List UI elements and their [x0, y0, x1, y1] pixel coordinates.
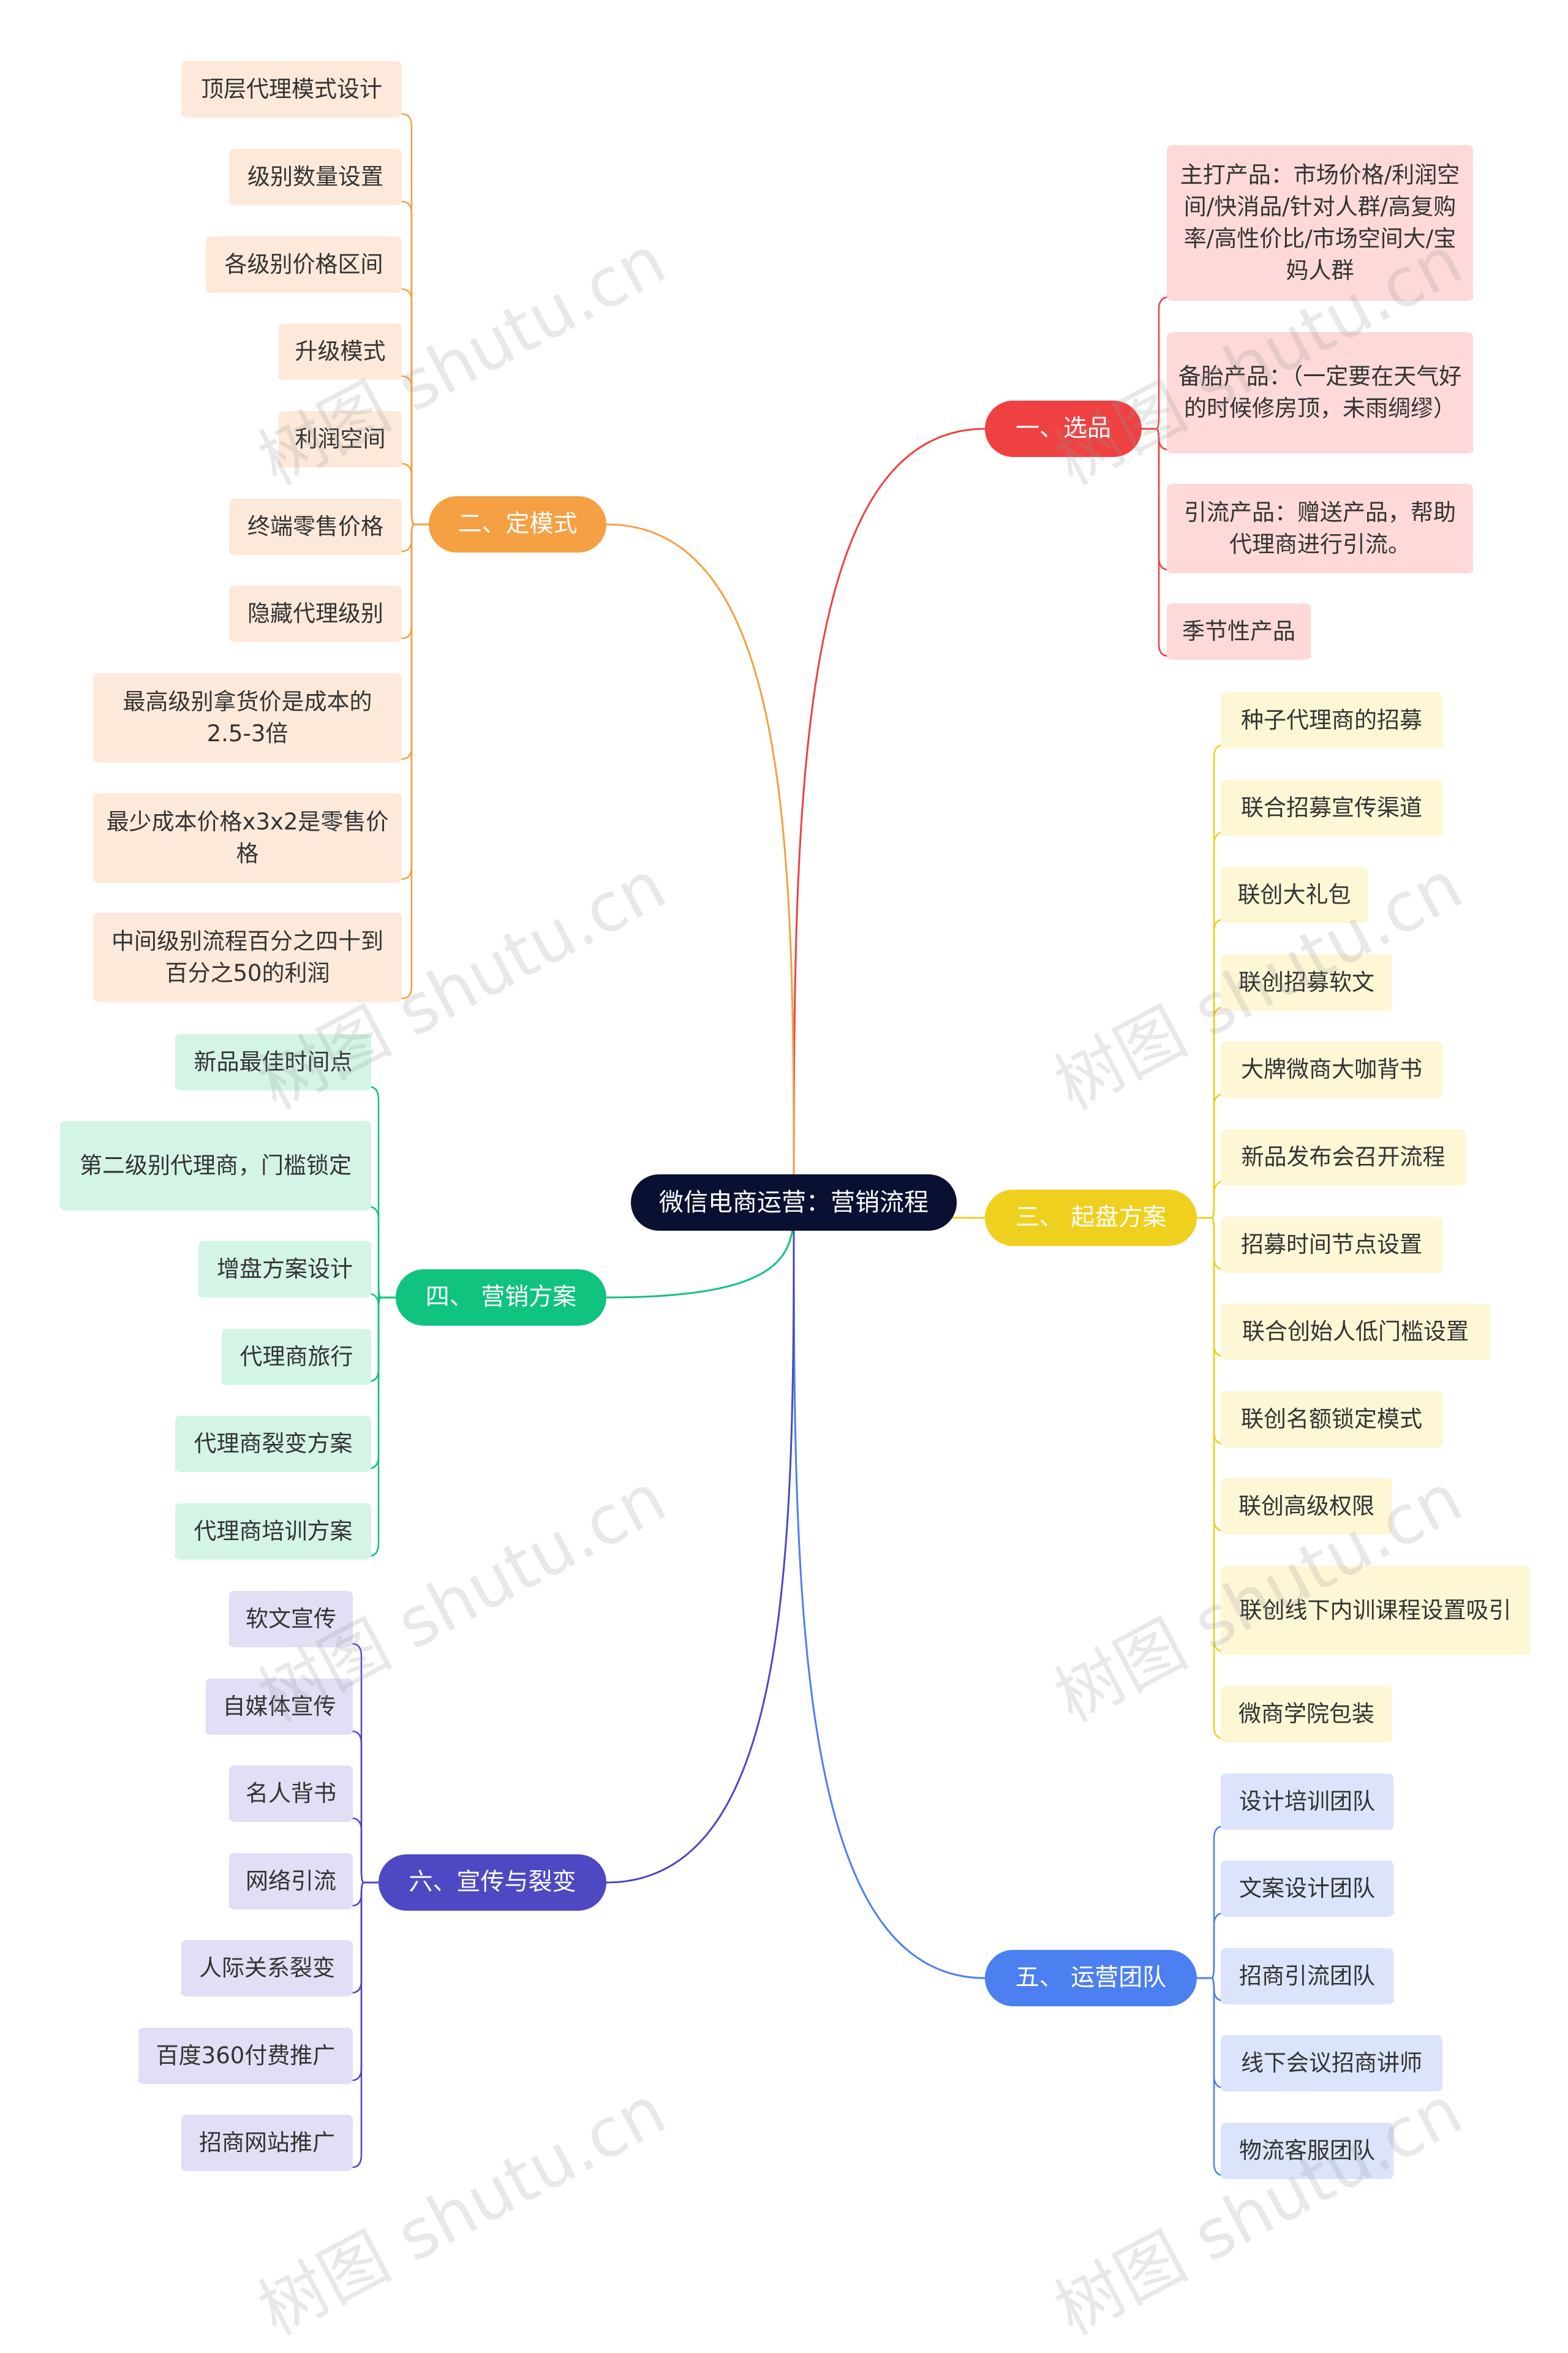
leaf-link-b5-4	[1197, 1977, 1393, 2177]
branch-launch-plan[interactable]: 三、 起盘方案	[985, 1190, 1197, 1246]
leaf-agent-travel[interactable]: 代理商旅行	[222, 1329, 371, 1385]
leaf-link-b3-3	[1197, 1006, 1392, 1219]
leaf-media-promo[interactable]: 自媒体宣传	[206, 1679, 353, 1735]
leaf-mid-level-profit[interactable]: 中间级别流程百分之四十到百分之50的利润	[93, 913, 402, 1002]
branch-mode[interactable]: 二、定模式	[429, 496, 606, 553]
leaf-link-b5-1	[1197, 1912, 1393, 1979]
leaf-paid-promo[interactable]: 百度360付费推广	[138, 2028, 353, 2084]
leaf-launch-event[interactable]: 新品发布会召开流程	[1221, 1129, 1466, 1185]
leaf-article-promo[interactable]: 软文宣传	[229, 1591, 353, 1647]
leaf-link-b2-9	[93, 523, 429, 1000]
root-link-b6	[606, 1202, 795, 1884]
leaf-senior-rights[interactable]: 联创高级权限	[1221, 1478, 1392, 1535]
leaf-backup-product[interactable]: 备胎产品：（一定要在天气好的时候修房顶，未雨绸缪）	[1167, 332, 1473, 453]
root-node[interactable]: 微信电商运营：营销流程	[631, 1174, 957, 1231]
leaf-lecturer[interactable]: 线下会议招商讲师	[1221, 2035, 1442, 2091]
leaf-low-threshold[interactable]: 联合创始人低门槛设置	[1221, 1304, 1490, 1360]
leaf-top-agent-design[interactable]: 顶层代理模式设计	[181, 61, 402, 118]
leaf-upgrade-mode[interactable]: 升级模式	[279, 323, 402, 380]
leaf-joint-channel[interactable]: 联合招募宣传渠道	[1221, 780, 1442, 836]
leaf-social-fission[interactable]: 人际关系裂变	[181, 1940, 353, 1996]
leaf-celebrity[interactable]: 名人背书	[229, 1766, 353, 1822]
leaf-link-b6-6	[181, 1881, 379, 2169]
leaf-endorsement[interactable]: 大牌微商大咖背书	[1221, 1041, 1442, 1098]
leaf-link-b2-4	[279, 463, 429, 526]
root-link-b1	[793, 428, 986, 1203]
leaf-logistics-team[interactable]: 物流客服团队	[1221, 2123, 1393, 2179]
leaf-increase-plan[interactable]: 增盘方案设计	[198, 1241, 371, 1297]
branch-selection[interactable]: 一、选品	[985, 401, 1142, 457]
leaf-recruit-article[interactable]: 联创招募软文	[1221, 954, 1392, 1011]
leaf-link-b4-2	[198, 1285, 396, 1307]
leaf-link-b3-5	[1197, 1180, 1466, 1219]
leaf-link-b4-5	[175, 1296, 396, 1557]
leaf-recruit-team[interactable]: 招商引流团队	[1221, 1948, 1393, 2004]
leaf-recruit-timing[interactable]: 招募时间节点设置	[1221, 1217, 1442, 1273]
leaf-gift-pack[interactable]: 联创大礼包	[1221, 867, 1368, 923]
leaf-second-level-lock[interactable]: 第二级别代理商，门槛锁定	[60, 1121, 371, 1210]
leaf-retail-price[interactable]: 终端零售价格	[229, 499, 402, 555]
connector-lines	[60, 113, 1530, 2177]
leaf-copy-team[interactable]: 文案设计团队	[1221, 1860, 1393, 1917]
leaf-top-level-price[interactable]: 最高级别拿货价是成本的2.5-3倍	[93, 673, 402, 763]
leaf-seed-agent[interactable]: 种子代理商的招募	[1221, 692, 1442, 749]
leaf-web-traffic[interactable]: 网络引流	[229, 1853, 353, 1909]
leaf-training-plan[interactable]: 代理商培训方案	[175, 1503, 371, 1560]
leaf-min-cost-price[interactable]: 最少成本价格x3x2是零售价格	[93, 793, 402, 883]
leaf-price-range[interactable]: 各级别价格区间	[206, 236, 402, 293]
leaf-site-promo[interactable]: 招商网站推广	[181, 2115, 353, 2171]
leaf-profit-space[interactable]: 利润空间	[279, 411, 402, 467]
leaf-link-b3-11	[1197, 1217, 1392, 1740]
branch-ops-team[interactable]: 五、 运营团队	[985, 1950, 1197, 2006]
leaf-main-product[interactable]: 主打产品：市场价格/利润空间/快消品/针对人群/高复购率/高性价比/市场空间大/…	[1167, 145, 1473, 301]
leaf-fission-plan[interactable]: 代理商裂变方案	[175, 1416, 371, 1472]
branch-promotion[interactable]: 六、宣传与裂变	[379, 1854, 606, 1911]
leaf-design-team[interactable]: 设计培训团队	[1221, 1773, 1393, 1830]
leaf-link-b1-3	[1142, 428, 1311, 657]
mind-map-canvas: 微信电商运营：营销流程 一、选品 主打产品：市场价格/利润空间/快消品/针对人群…	[60, 61, 1530, 2350]
leaf-link-b1-0	[1142, 296, 1473, 430]
leaf-offline-training[interactable]: 联创线下内训课程设置吸引	[1221, 1566, 1530, 1655]
leaf-seasonal-product[interactable]: 季节性产品	[1167, 603, 1311, 660]
leaf-link-b6-2	[229, 1817, 379, 1884]
leaf-quota-lock[interactable]: 联创名额锁定模式	[1221, 1391, 1442, 1448]
root-link-b2	[606, 523, 795, 1203]
root-link-b5	[793, 1202, 986, 1979]
leaf-traffic-product[interactable]: 引流产品：赠送产品，帮助代理商进行引流。	[1167, 484, 1473, 573]
leaf-academy-pack[interactable]: 微商学院包装	[1221, 1686, 1392, 1742]
branch-marketing-plan[interactable]: 四、 营销方案	[396, 1269, 606, 1326]
leaf-hidden-level[interactable]: 隐藏代理级别	[229, 586, 402, 642]
leaf-best-time[interactable]: 新品最佳时间点	[175, 1034, 371, 1090]
leaf-level-count[interactable]: 级别数量设置	[229, 149, 402, 205]
